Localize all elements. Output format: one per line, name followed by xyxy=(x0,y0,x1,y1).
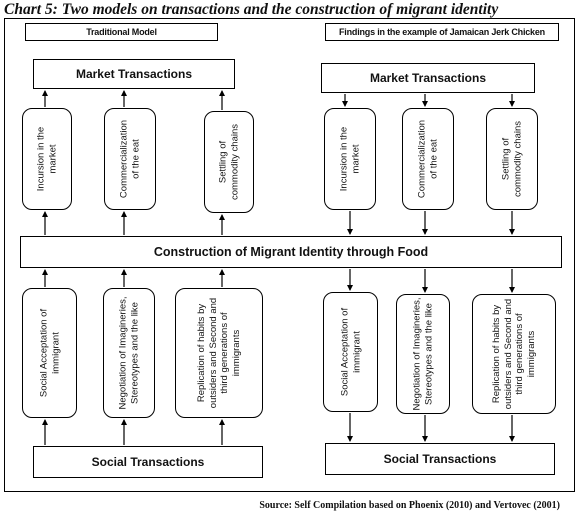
right-model-header: Findings in the example of Jamaican Jerk… xyxy=(325,23,559,41)
left-social-transactions: Social Transactions xyxy=(33,446,263,478)
source-note: Source: Self Compilation based on Phoeni… xyxy=(259,500,560,511)
right-negotiation-box: Negotiation of Imagineries,Stereotypes a… xyxy=(396,294,450,414)
diagram-frame xyxy=(4,18,575,492)
left-negotiation-box: Negotiation of Imagineries,Stereotypes a… xyxy=(103,288,155,418)
left-market-transactions: Market Transactions xyxy=(33,59,235,89)
migrant-identity-box: Construction of Migrant Identity through… xyxy=(20,236,562,268)
right-social-transactions: Social Transactions xyxy=(325,443,555,475)
right-market-transactions: Market Transactions xyxy=(321,63,535,93)
chart-title: Chart 5: Two models on transactions and … xyxy=(4,1,499,18)
left-model-header: Traditional Model xyxy=(25,23,218,41)
